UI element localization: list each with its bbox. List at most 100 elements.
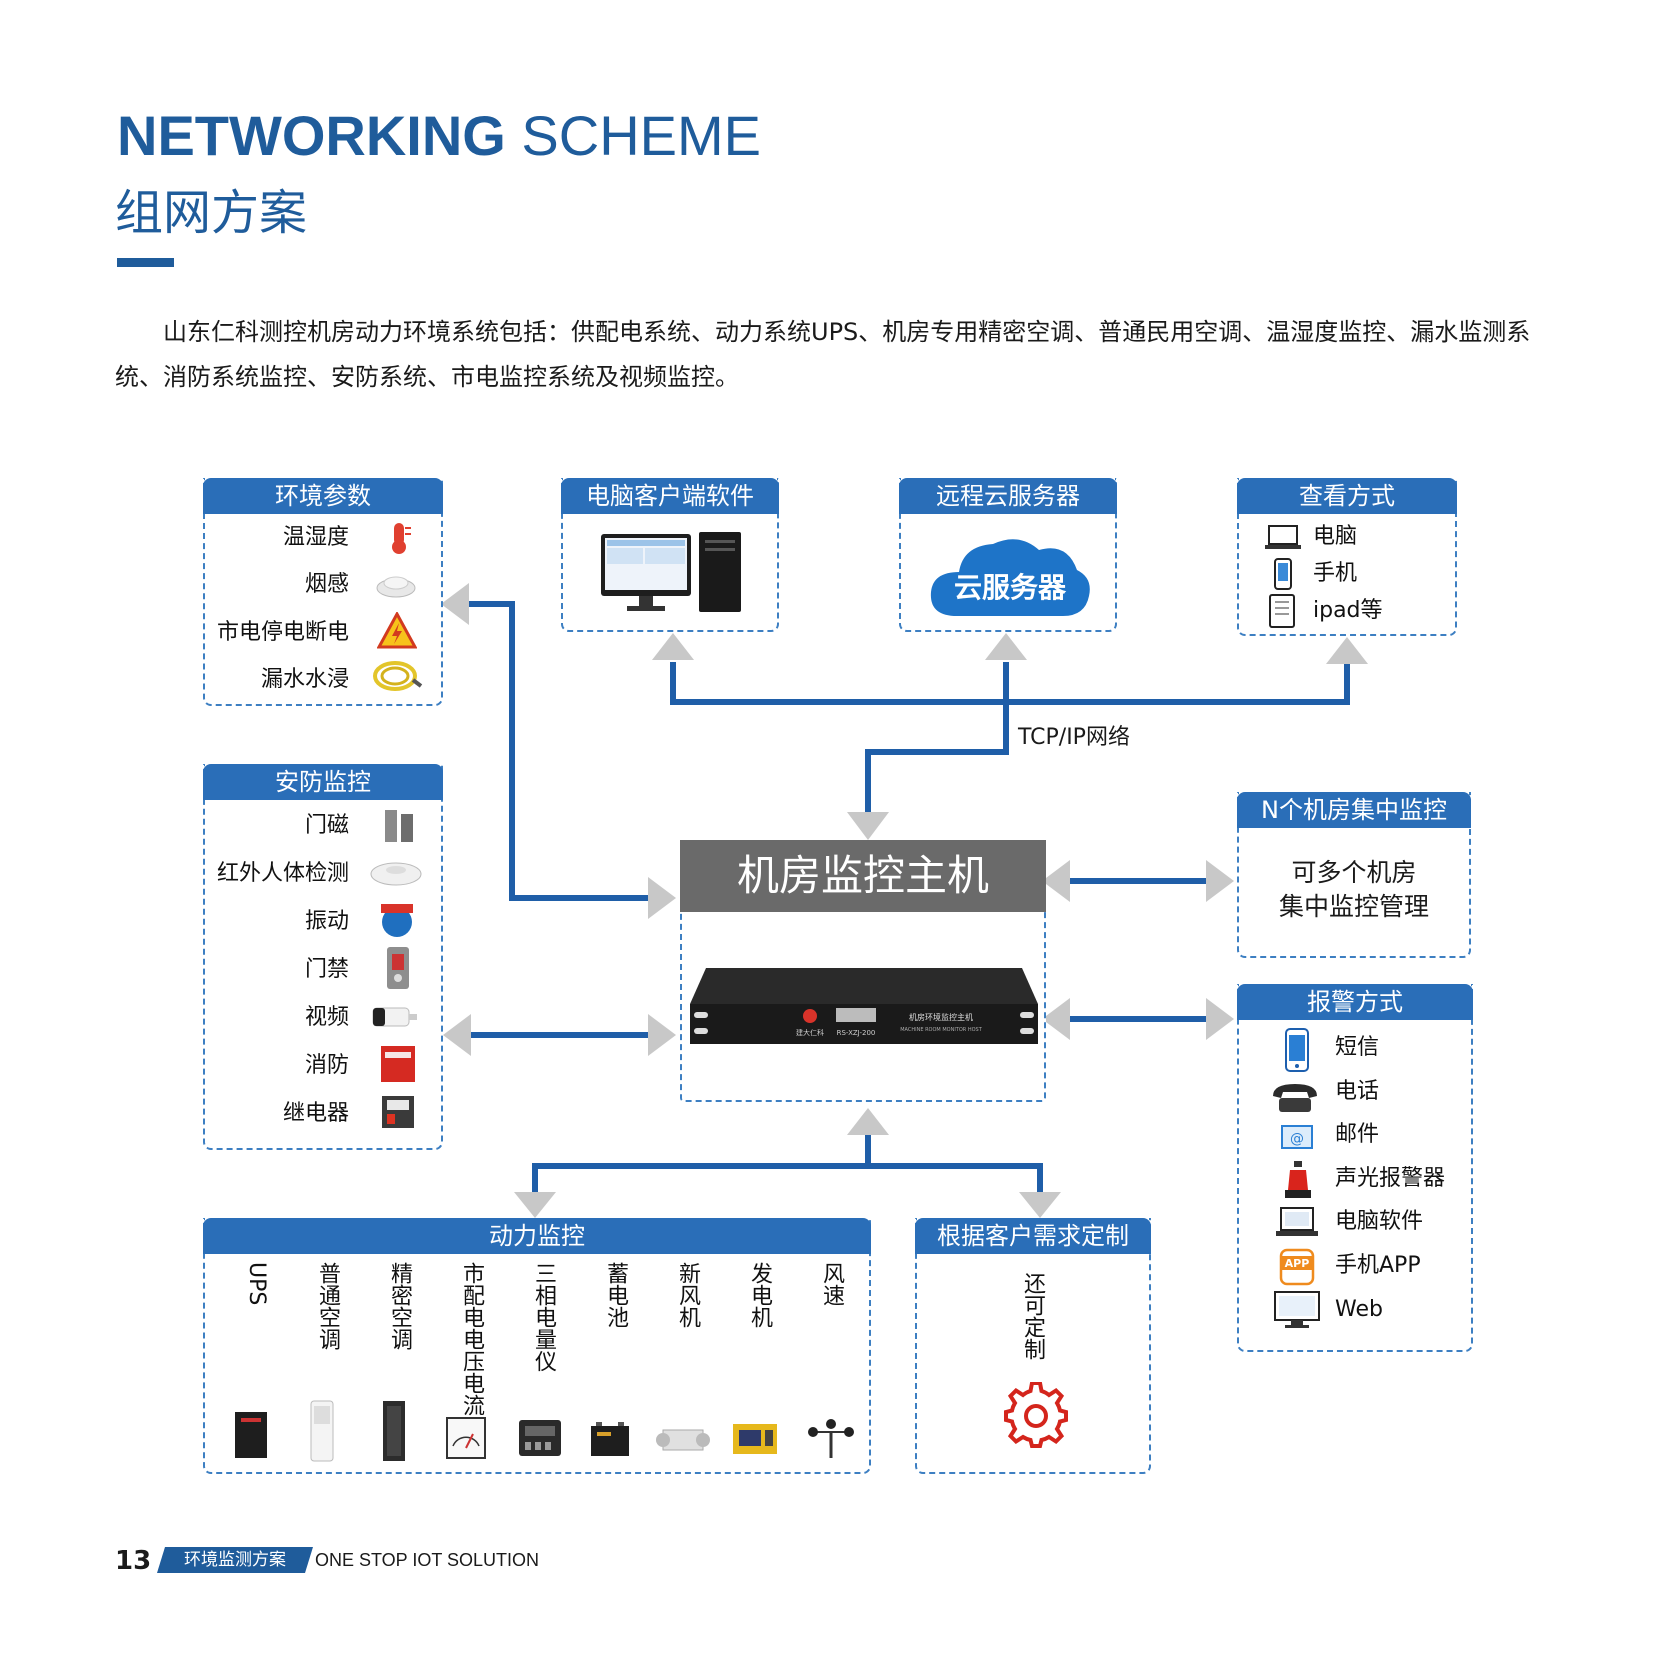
laptop-icon (1265, 525, 1301, 549)
power-panel: 动力监控 UPS 普通空调 精密空调 市配电电压电流 三相电量仪 蓄电池 新风机… (203, 1218, 871, 1474)
custom-text: 还可定制 (1020, 1272, 1045, 1360)
mobile-phone-icon (1274, 558, 1292, 590)
title-en-bold: NETWORKING (117, 104, 506, 167)
camera-icon (372, 1007, 417, 1027)
security-item-label: 门磁 (304, 813, 349, 838)
arrow-right-alarm (1206, 998, 1234, 1040)
power-item-label: 普通空调 (315, 1262, 340, 1350)
security-panel: 安防监控 门磁 红外人体检测 振动 门禁 视频 消防 继电器 (203, 764, 443, 1150)
web-monitor-icon (1274, 1291, 1320, 1328)
view-item-label: 手机 (1313, 561, 1358, 586)
pc-client-title: 电脑客户端软件 (561, 478, 779, 514)
title-underline (117, 258, 174, 267)
network-label: TCP/IP网络 (1018, 725, 1130, 750)
alarm-item-label: 短信 (1335, 1035, 1380, 1060)
env-item-label: 漏水水浸 (260, 667, 349, 692)
multi-room-title: N个机房集中监控 (1237, 792, 1471, 828)
multi-room-line2: 集中监控管理 (1278, 892, 1429, 921)
view-methods-title: 查看方式 (1237, 478, 1457, 514)
line-env-to-host (463, 601, 650, 901)
env-item-label: 温湿度 (282, 525, 349, 550)
power-item-label: UPS (244, 1262, 269, 1306)
title-en-light: SCHEME (521, 104, 762, 167)
telephone-icon (1273, 1084, 1317, 1112)
infrared-sensor-icon (370, 862, 422, 886)
multi-room-line1: 可多个机房 (1291, 858, 1417, 887)
power-item-label: 新风机 (675, 1262, 700, 1328)
footer-slogan: ONE STOP IOT SOLUTION (315, 1550, 540, 1570)
line-top-bus (670, 662, 1350, 705)
fire-cabinet-icon (381, 1046, 415, 1082)
power-item-label: 风速 (819, 1262, 844, 1306)
security-item-label: 门禁 (304, 957, 349, 982)
power-item-label: 精密空调 (387, 1262, 412, 1350)
view-item-label: 电脑 (1313, 524, 1358, 549)
power-meter-icon (519, 1420, 561, 1456)
env-params-title: 环境参数 (203, 478, 443, 514)
view-methods-panel: 查看方式 电脑 手机 ipad等 (1237, 478, 1457, 636)
line-cloud-drop (865, 662, 1009, 812)
env-item-label: 烟感 (304, 572, 349, 597)
footer-tag: 环境监测方案 (157, 1547, 313, 1573)
host-title: 机房监控主机 (680, 840, 1046, 912)
anemometer-icon (808, 1419, 854, 1458)
laptop-icon (1276, 1207, 1318, 1236)
arrow-right-multi (1206, 860, 1234, 902)
arrow-down-host-top (847, 812, 889, 840)
leak-cable-icon (373, 661, 423, 691)
alarm-item-label: 手机APP (1335, 1253, 1421, 1278)
gear-icon (1004, 1382, 1068, 1448)
device-name-text: 机房环境监控主机 (909, 1012, 973, 1022)
arrow-left-host-multi (1042, 860, 1070, 902)
arrow-left-host-alarm (1042, 998, 1070, 1040)
arrow-up-cloud (985, 633, 1027, 660)
device-brand-text: 建大仁科 (796, 1028, 824, 1037)
vibration-sensor-icon (381, 904, 413, 937)
panel-meter-icon (446, 1417, 486, 1459)
tablet-icon (1269, 594, 1295, 628)
app-icon: APP (1279, 1248, 1315, 1286)
env-params-panel: 环境参数 温湿度 烟感 市电停电断电 漏水水浸 (203, 478, 443, 706)
cloud-server-title: 远程云服务器 (899, 478, 1117, 514)
device-model-text: RS-XZJ-200 (837, 1029, 876, 1037)
power-item-label: 市配电电压电流 (459, 1262, 484, 1416)
security-item-label: 振动 (304, 909, 349, 934)
view-item-label: ipad等 (1313, 598, 1383, 623)
power-item-label: 三相电量仪 (531, 1262, 556, 1372)
cloud-label: 云服务器 (953, 571, 1066, 604)
multi-room-panel: N个机房集中监控 可多个机房 集中监控管理 (1237, 792, 1471, 958)
email-icon: @ (1281, 1125, 1313, 1149)
device-name-en-text: MACHINE ROOM MONITOR HOST (900, 1027, 982, 1033)
floor-ac-icon (310, 1400, 334, 1462)
battery-icon (591, 1422, 629, 1456)
alarm-item-label: 电话 (1335, 1079, 1380, 1104)
custom-title: 根据客户需求定制 (915, 1218, 1151, 1254)
high-voltage-warning-icon (377, 612, 417, 649)
arrow-down-power (514, 1192, 556, 1218)
power-item-label: 发电机 (747, 1262, 772, 1328)
alarm-item-label: Web (1335, 1297, 1383, 1322)
line-bottom-bus (532, 1130, 1043, 1196)
fresh-air-unit-icon (656, 1429, 710, 1451)
title-cn: 组网方案 (115, 185, 308, 241)
arrow-up-host-bottom (847, 1108, 889, 1135)
arrow-right-host-security (648, 1014, 676, 1056)
security-item-label: 视频 (304, 1005, 349, 1030)
relay-icon (382, 1096, 414, 1128)
desktop-computer-icon (601, 532, 741, 612)
custom-panel: 根据客户需求定制 还可定制 (915, 1218, 1151, 1474)
generator-icon (733, 1424, 777, 1454)
rack-host-device-icon: 建大仁科 RS-XZJ-200 机房环境监控主机 MACHINE ROOM MO… (690, 968, 1038, 1044)
arrow-right-host-env (648, 877, 676, 919)
arrow-up-pc (652, 633, 694, 660)
precision-ac-icon (383, 1401, 405, 1461)
alarm-item-label: 电脑软件 (1335, 1209, 1424, 1234)
intro-paragraph: 山东仁科测控机房动力环境系统包括：供配电系统、动力系统UPS、机房专用精密空调、… (115, 318, 1531, 391)
pc-client-panel: 电脑客户端软件 (561, 478, 779, 632)
arrow-up-view (1326, 637, 1368, 664)
security-item-label: 继电器 (282, 1101, 349, 1126)
arrow-left-env (441, 583, 469, 625)
thermometer-icon (392, 523, 411, 554)
env-item-label: 市电停电断电 (216, 620, 349, 645)
